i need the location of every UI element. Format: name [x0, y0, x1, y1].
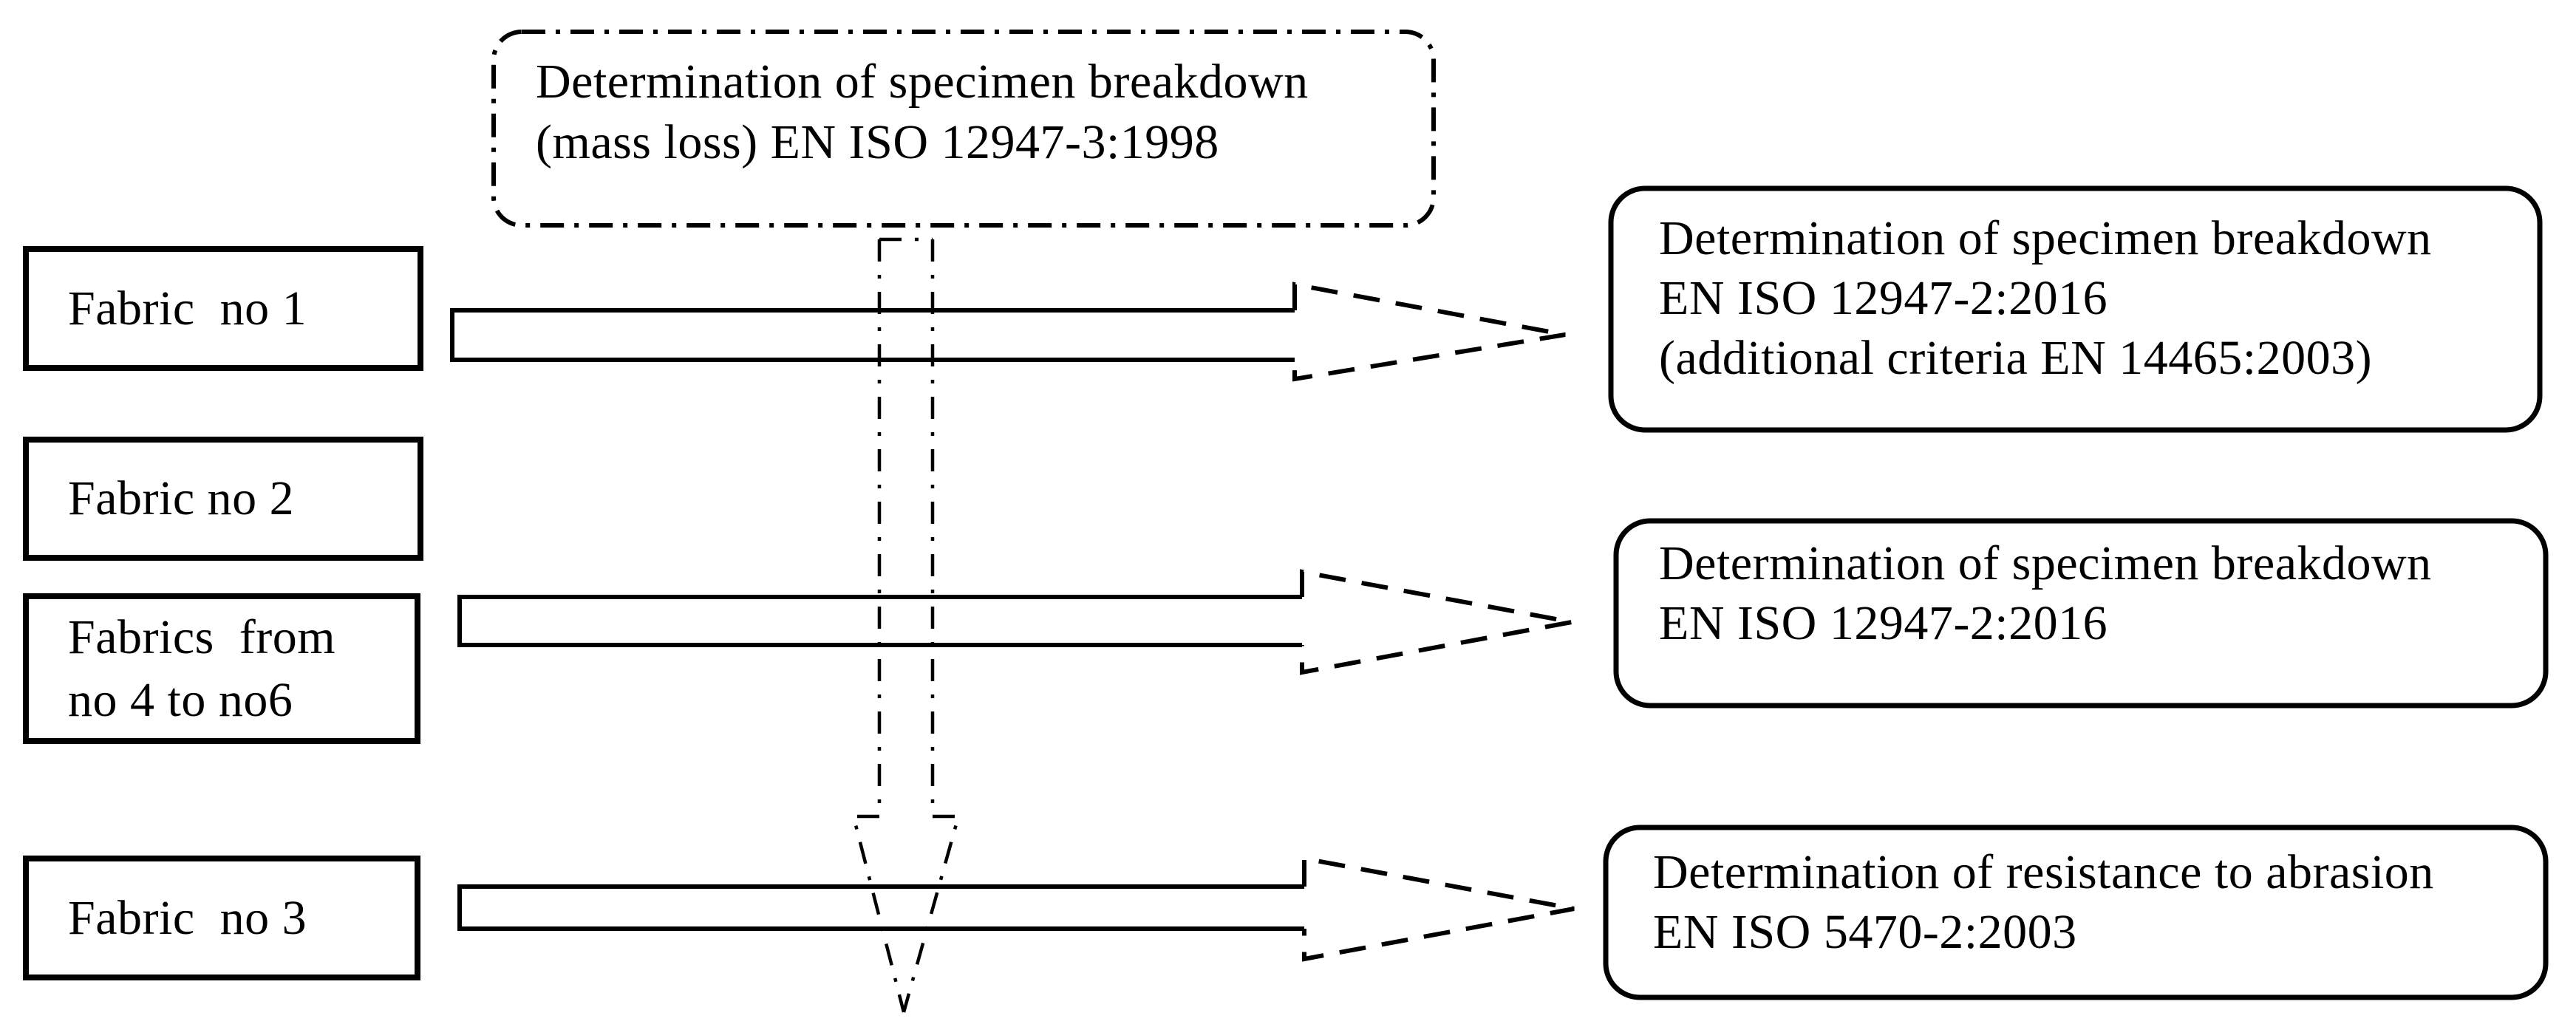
block-arrow-3-head — [1302, 856, 1575, 962]
dash-dot-down-arrow-right-edge — [902, 239, 961, 1013]
result-3-text: Determination of resistance to abrasion … — [1653, 845, 2434, 959]
result-1-text: Determination of specimen breakdown EN I… — [1659, 211, 2432, 385]
fabric-1-box-outline — [23, 246, 423, 371]
result-2-box-outline — [1613, 518, 2549, 709]
fabric-2-label: Fabric no 2 — [68, 471, 295, 525]
block-arrow-1-head — [1292, 281, 1566, 382]
mass-loss-method-box-outline — [491, 30, 1436, 228]
block-arrow-3-body — [457, 884, 1304, 931]
fabric-4-6-box-outline — [23, 593, 420, 744]
mass-loss-method-text: Determination of specimen breakdown (mas… — [536, 55, 1309, 169]
block-arrow-1-body — [450, 308, 1295, 362]
fabric-4-6-label: Fabrics from no 4 to no6 — [68, 610, 336, 727]
block-arrow-2-head — [1300, 569, 1572, 675]
block-arrow-2-body — [457, 595, 1302, 647]
fabric-3-box-outline — [23, 856, 420, 980]
fabric-1-label: Fabric no 1 — [68, 281, 307, 335]
dash-dot-down-arrow-left-edge — [851, 239, 906, 1013]
result-1-box-outline — [1608, 185, 2543, 433]
result-2-text: Determination of specimen breakdown EN I… — [1659, 536, 2432, 650]
result-3-box-outline — [1603, 825, 2549, 1000]
fabric-2-box-outline — [23, 437, 423, 561]
fabric-3-label: Fabric no 3 — [68, 890, 307, 945]
